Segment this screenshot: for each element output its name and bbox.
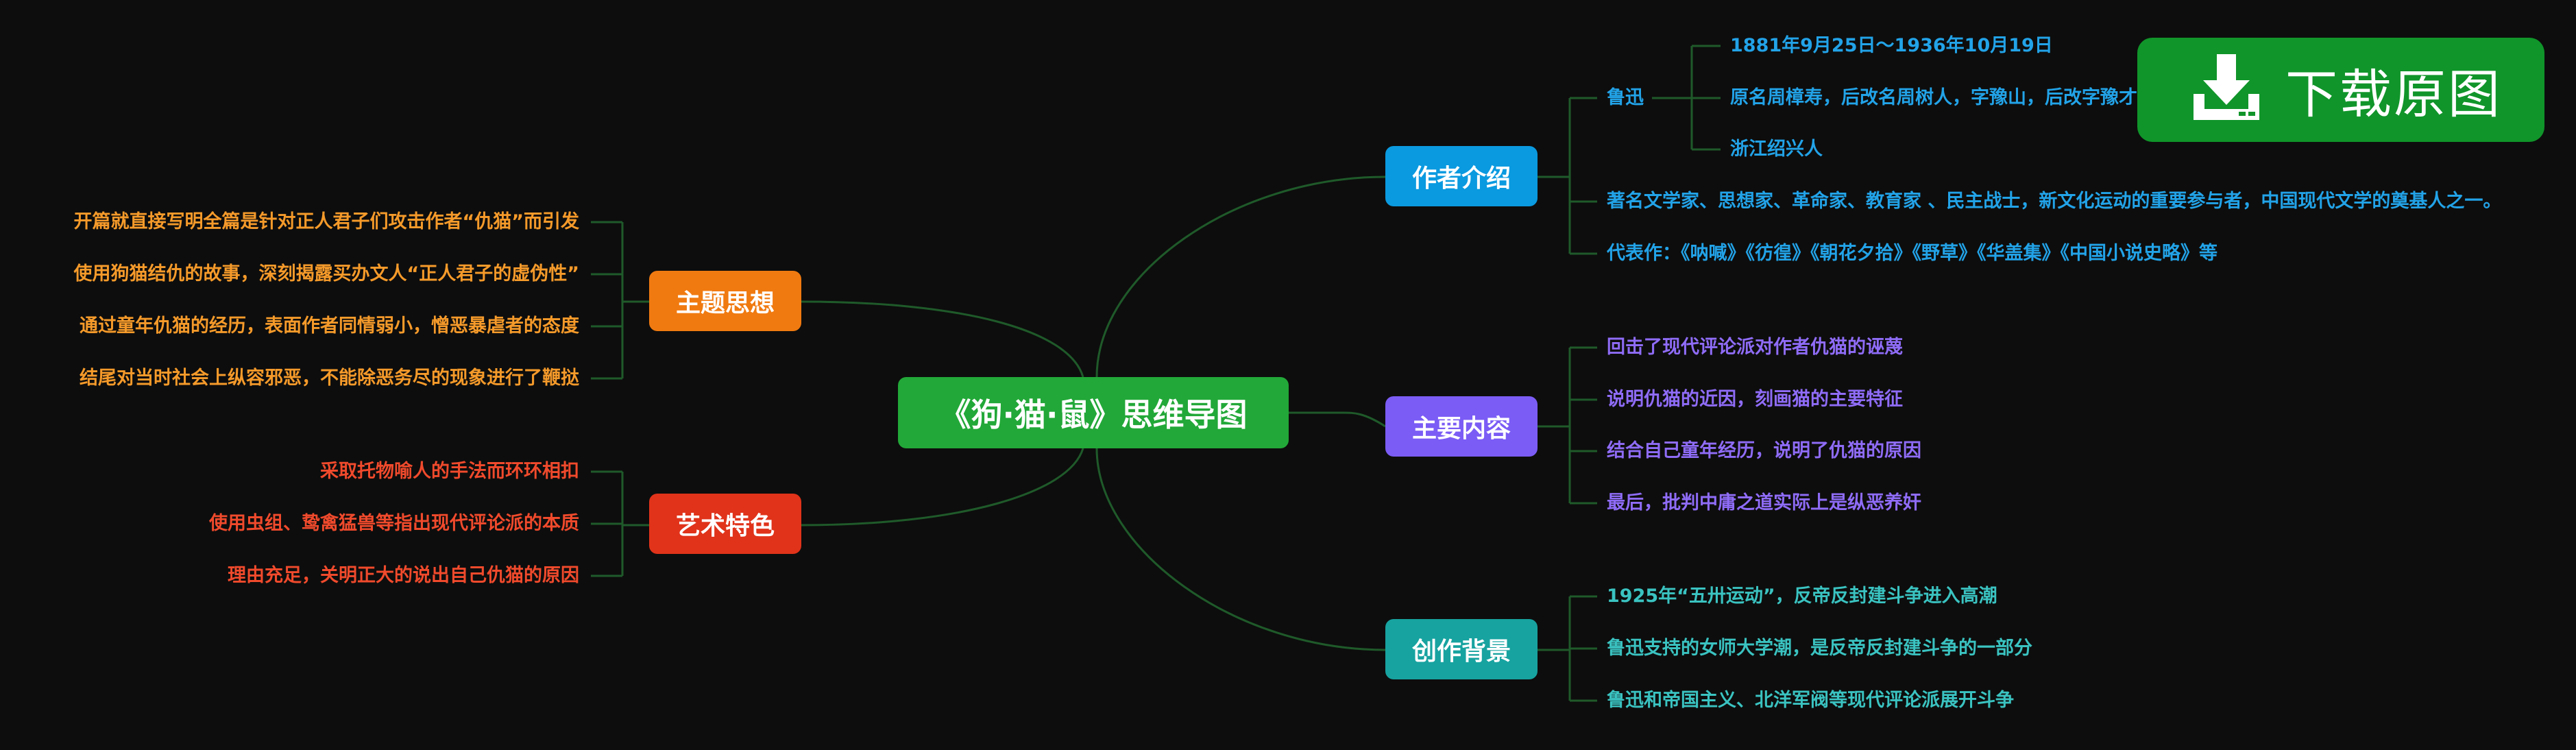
- content-leaf: 回击了现代评论派对作者仇猫的诬蔑: [1607, 337, 1903, 358]
- author-leaf: 著名文学家、思想家、革命家、教育家 、民主战士，新文化运动的重要参与者，中国现代…: [1607, 191, 2502, 212]
- art-leaf: 理由充足，关明正大的说出自己仇猫的原因: [228, 565, 579, 586]
- theme-leaf: 开篇就直接写明全篇是针对正人君子们攻击作者“仇猫”而引发: [73, 211, 580, 232]
- theme-leaf: 通过童年仇猫的经历，表面作者同情弱小，憎恶暴虐者的态度: [80, 315, 579, 337]
- background-leaf: 1925年“五卅运动”，反帝反封建斗争进入高潮: [1607, 585, 1997, 607]
- connector-root-theme: [801, 300, 1084, 378]
- download-label: 下载原图: [2285, 64, 2502, 125]
- content-leaf: 说明仇猫的近因，刻画猫的主要特征: [1607, 389, 1903, 410]
- download-icon: [2191, 54, 2262, 125]
- author-luxun-detail: 1881年9月25日～1936年10月19日: [1730, 35, 2053, 56]
- background-leaf: 鲁迅支持的女师大学潮，是反帝反封建斗争的一部分: [1607, 638, 2032, 659]
- connector-root-art: [801, 448, 1084, 527]
- branch-creation-background: 创作背景: [1385, 619, 1538, 679]
- branch-art-features: 艺术特色: [649, 494, 801, 554]
- author-leaf: 代表作：《呐喊》《彷徨》《朝花夕拾》《野草》《华盖集》《中国小说史略》等: [1607, 243, 2217, 264]
- content-leaf: 最后，批判中庸之道实际上是纵恶养奸: [1607, 492, 1921, 513]
- author-luxun-detail: 浙江绍兴人: [1730, 138, 1823, 160]
- art-leaf: 使用虫组、鸷禽猛兽等指出现代评论派的本质: [209, 513, 579, 534]
- branch-main-content: 主要内容: [1385, 396, 1538, 457]
- branch-theme-idea: 主题思想: [649, 271, 801, 331]
- content-leaf: 结合自己童年经历，说明了仇猫的原因: [1607, 440, 1921, 461]
- root-node: 《狗·猫·鼠》思维导图: [898, 377, 1289, 448]
- theme-leaf: 结尾对当时社会上纵容邪恶，不能除恶务尽的现象进行了鞭挞: [80, 367, 579, 389]
- connector-root-background: [1095, 448, 1386, 651]
- art-leaf: 采取托物喻人的手法而环环相扣: [320, 461, 579, 482]
- background-leaf: 鲁迅和帝国主义、北洋军阀等现代评论派展开斗争: [1607, 690, 2014, 711]
- connector-root-content: [1289, 411, 1386, 428]
- connector-root-author: [1095, 176, 1386, 378]
- download-original-button[interactable]: 下载原图: [2137, 38, 2544, 142]
- branch-author-intro: 作者介绍: [1385, 146, 1538, 206]
- author-luxun-node: 鲁迅: [1607, 87, 1644, 108]
- theme-leaf: 使用狗猫结仇的故事，深刻揭露买办文人“正人君子的虚伪性”: [73, 263, 580, 285]
- author-luxun-detail: 原名周樟寿，后改名周树人，字豫山，后改字豫才: [1730, 87, 2137, 108]
